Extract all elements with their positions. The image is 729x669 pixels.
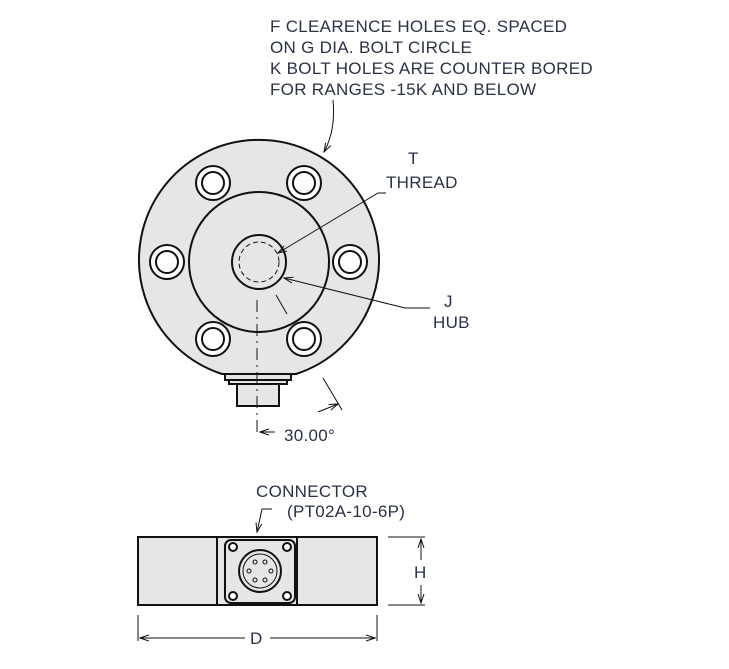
note-leader: [324, 99, 335, 152]
connector-label: CONNECTOR: [256, 482, 368, 501]
height-dim-label: H: [414, 563, 427, 582]
diameter-dim-label: D: [250, 629, 263, 648]
top-view: [138, 138, 380, 432]
hub: [231, 234, 287, 290]
thread-hidden: [238, 241, 280, 283]
note-line-2: ON G DIA. BOLT CIRCLE: [270, 38, 472, 57]
thread-leader: [278, 192, 386, 253]
side-view: [137, 536, 378, 606]
hub-leader: [284, 278, 430, 309]
note-line-3: K BOLT HOLES ARE COUNTER BORED: [270, 59, 593, 78]
angle-label: 30.00°: [284, 426, 335, 445]
connector-body: [236, 383, 280, 407]
angle-ext-line: [322, 377, 343, 411]
hub-label: HUB: [433, 313, 470, 332]
hub-letter: J: [444, 292, 453, 311]
thread-letter: T: [408, 149, 419, 168]
thread-label: THREAD: [386, 173, 458, 192]
connector-part: (PT02A-10-6P): [287, 502, 405, 521]
angle-ref-line: [275, 294, 288, 315]
connector-receptacle: [238, 549, 282, 593]
note-line-1: F CLEARENCE HOLES EQ. SPACED: [270, 17, 567, 36]
note-line-4: FOR RANGES -15K AND BELOW: [270, 80, 536, 99]
bolt-holes: [149, 165, 368, 357]
